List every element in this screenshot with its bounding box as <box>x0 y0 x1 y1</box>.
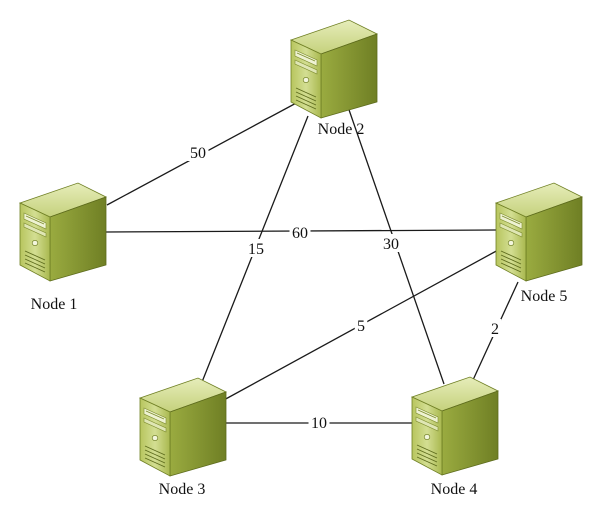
node-5: Node 5 <box>494 182 584 305</box>
edge-weight-label-n2-n3: 15 <box>248 241 264 258</box>
edge-label-background <box>245 239 267 257</box>
server-tower-icon <box>289 19 379 119</box>
edge-label-background <box>289 223 311 241</box>
edge-labels-layer: 50 60 15 30 5 10 2 <box>187 143 502 432</box>
node-label: Node 3 <box>159 481 206 498</box>
node-label: Node 2 <box>318 121 365 138</box>
server-tower-icon <box>138 377 228 477</box>
node-label: Node 5 <box>521 288 568 305</box>
node-1: Node 1 <box>18 182 108 313</box>
edge-label-background <box>308 413 330 431</box>
nodes-layer: Node 1 Node 2 Node 3 Node 4 Node 5 <box>18 19 584 498</box>
node-3: Node 3 <box>138 377 228 498</box>
server-tower-icon <box>410 376 500 476</box>
edge-label-background <box>187 143 209 161</box>
edge-label-background <box>380 234 402 252</box>
edge-weight-label-n1-n5: 60 <box>292 225 308 242</box>
edges-layer <box>105 93 519 424</box>
node-4: Node 4 <box>410 376 500 498</box>
edge-label-background <box>354 316 368 334</box>
edge-weight-label-n2-n4: 30 <box>383 236 399 253</box>
edge-label-background <box>488 319 502 337</box>
edge-weight-label-n3-n4: 10 <box>311 415 327 432</box>
server-tower-icon <box>18 182 108 282</box>
edge-weight-label-n1-n2: 50 <box>190 145 206 162</box>
node-label: Node 4 <box>431 481 478 498</box>
node-2: Node 2 <box>289 19 379 138</box>
edge-weight-label-n3-n5: 5 <box>357 318 365 335</box>
edge-n1-n2 <box>106 93 314 206</box>
edge-weight-label-n4-n5: 2 <box>491 321 499 338</box>
server-tower-icon <box>494 182 584 282</box>
node-label: Node 1 <box>31 296 78 313</box>
